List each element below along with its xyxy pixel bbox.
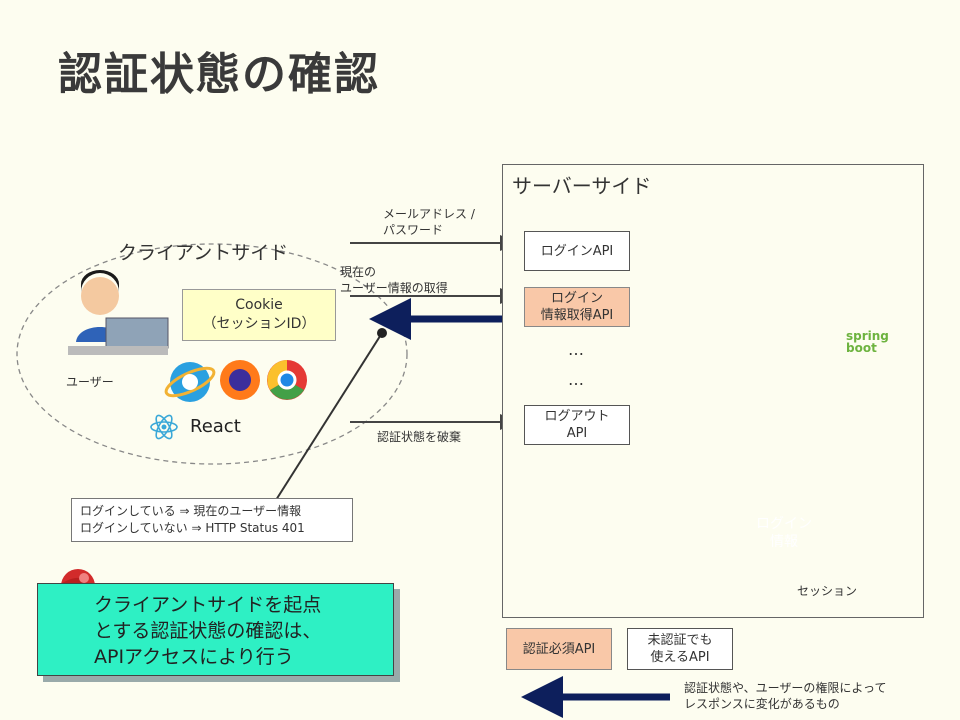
react-label: React bbox=[190, 416, 241, 437]
callout-pointer bbox=[275, 332, 383, 501]
cookie-box: Cookie （セッションID） bbox=[182, 289, 336, 341]
client-boundary bbox=[16, 243, 408, 465]
cookie-label: Cookie bbox=[235, 297, 283, 313]
legend-auth-required-label: 認証必須API bbox=[522, 641, 596, 657]
logout-api-line1: ログアウト bbox=[544, 409, 610, 424]
summary-note: クライアントサイドを起点 とする認証状態の確認は、 APIアクセスにより行う bbox=[37, 583, 394, 676]
session-caption: セッション bbox=[797, 584, 858, 598]
legend-arrow-label-line1: 認証状態や、ユーザーの権限によって bbox=[684, 681, 887, 695]
login-api-label: ログインAPI bbox=[540, 243, 614, 259]
login-info-api-box: ログイン 情報取得API bbox=[524, 287, 630, 327]
user-label: ユーザー bbox=[66, 375, 114, 389]
login-arrow-label-line2: パスワード bbox=[383, 223, 444, 237]
spring-boot-label-line1: spring bbox=[846, 329, 889, 343]
session-login-info-line1: ログイン bbox=[756, 516, 812, 532]
summary-note-line3: APIアクセスにより行う bbox=[94, 646, 294, 668]
react-icon bbox=[150, 414, 178, 440]
login-arrow-label: メールアドレス / パスワード bbox=[383, 206, 475, 238]
callout-logged-out: ログインしていない ⇒ HTTP Status 401 bbox=[80, 521, 305, 535]
login-info-api-line2: 情報取得API bbox=[540, 308, 614, 323]
summary-note-line1: クライアントサイドを起点 bbox=[94, 594, 322, 616]
logout-api-line2: API bbox=[566, 426, 588, 441]
session-login-info: ログイン 情報 bbox=[728, 515, 840, 551]
legend-unauth-ok: 未認証でも 使えるAPI bbox=[627, 628, 733, 670]
user-avatar bbox=[68, 270, 169, 355]
chrome-icon bbox=[267, 360, 307, 400]
info-arrow-label-line1: 現在の bbox=[340, 265, 377, 279]
status-callout: ログインしている ⇒ 現在のユーザー情報 ログインしていない ⇒ HTTP St… bbox=[71, 498, 353, 542]
spring-boot-label-line2: boot bbox=[846, 341, 877, 355]
ellipsis-2: … bbox=[568, 370, 584, 389]
login-arrow-label-line1: メールアドレス / bbox=[383, 207, 475, 221]
logout-arrow-label: 認証状態を破棄 bbox=[377, 430, 462, 444]
callout-logged-in: ログインしている ⇒ 現在のユーザー情報 bbox=[80, 504, 302, 518]
ellipsis-1: … bbox=[568, 340, 584, 359]
info-arrow-label-line2: ユーザー情報の取得 bbox=[340, 281, 448, 295]
cookie-session-id: （セッションID） bbox=[202, 316, 316, 332]
client-side-title: クライアントサイド bbox=[118, 242, 289, 264]
logout-api-box: ログアウト API bbox=[524, 405, 630, 445]
firefox-icon bbox=[220, 360, 260, 400]
page-title: 認証状態の確認 bbox=[58, 49, 380, 100]
login-info-api-line1: ログイン bbox=[550, 291, 603, 306]
spring-boot-label: spring boot bbox=[846, 330, 889, 354]
summary-note-line2: とする認証状態の確認は、 bbox=[94, 620, 322, 642]
server-side-title: サーバーサイド bbox=[512, 174, 652, 198]
legend-arrow-label: 認証状態や、ユーザーの権限によって レスポンスに変化があるもの bbox=[684, 680, 886, 712]
ie-icon bbox=[164, 362, 216, 402]
legend-unauth-line1: 未認証でも bbox=[647, 633, 713, 648]
legend-auth-required: 認証必須API bbox=[506, 628, 612, 670]
legend-unauth-line2: 使えるAPI bbox=[650, 650, 710, 665]
login-api-box: ログインAPI bbox=[524, 231, 630, 271]
callout-pointer-dot bbox=[377, 328, 387, 338]
legend-arrow-label-line2: レスポンスに変化があるもの bbox=[684, 697, 840, 711]
info-arrow-label: 現在の ユーザー情報の取得 bbox=[340, 264, 448, 296]
session-login-info-line2: 情報 bbox=[770, 534, 798, 550]
